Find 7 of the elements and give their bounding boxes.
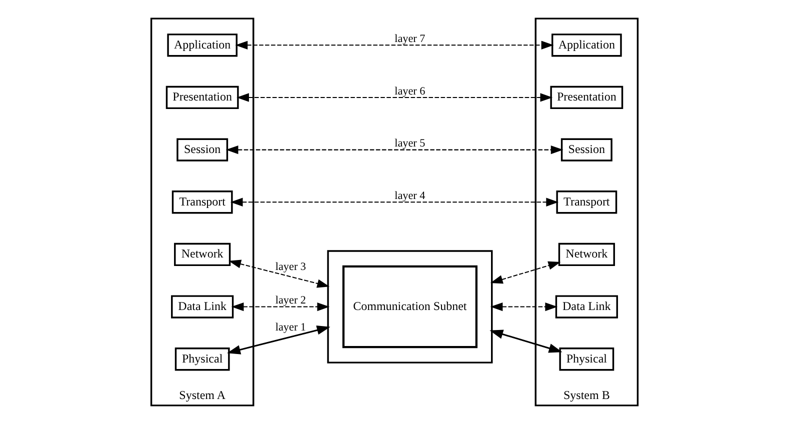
edge-label: layer 7 xyxy=(394,33,426,46)
edge-label: layer 1 xyxy=(275,321,306,334)
edge-label: layer 6 xyxy=(394,85,426,98)
edge-label: layer 5 xyxy=(394,138,426,150)
edge-label: layer 3 xyxy=(275,261,306,274)
edge-label: layer 2 xyxy=(275,294,306,307)
edge-label: layer 4 xyxy=(394,190,426,202)
